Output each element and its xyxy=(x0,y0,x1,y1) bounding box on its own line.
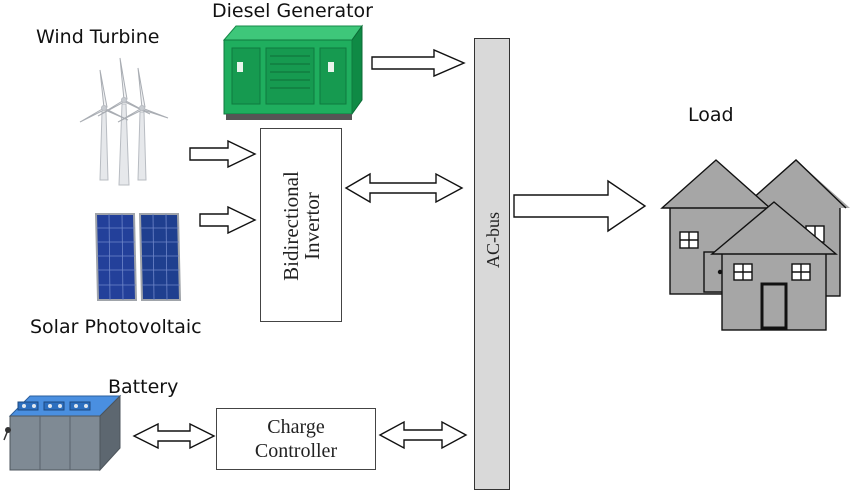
load-label: Load xyxy=(688,104,734,126)
charge-line-2: Controller xyxy=(254,440,338,462)
house-front xyxy=(710,201,838,331)
arrow-inverter-bus xyxy=(344,172,464,204)
solar-panel-icon xyxy=(94,213,182,301)
arrow-bus-to-load xyxy=(513,179,647,233)
arrow-wind-to-inverter xyxy=(189,139,257,169)
ac-bus: AC-bus xyxy=(474,38,510,490)
diesel-generator-label: Diesel Generator xyxy=(212,0,373,22)
arrow-battery-charge xyxy=(132,422,216,450)
charge-controller-box: Charge Controller xyxy=(216,408,376,470)
arrow-charge-bus xyxy=(378,420,468,450)
wind-turbine-label: Wind Turbine xyxy=(36,26,160,48)
wind-turbine-icon xyxy=(79,57,169,186)
battery-bank-icon xyxy=(3,394,122,472)
solar-photovoltaic-label: Solar Photovoltaic xyxy=(30,316,202,338)
arrow-diesel-to-bus xyxy=(371,48,466,78)
houses-icon xyxy=(660,159,850,331)
battery-label: Battery xyxy=(108,376,179,398)
arrow-solar-to-inverter xyxy=(199,205,257,235)
diesel-generator-icon xyxy=(222,24,363,120)
charge-line-1: Charge xyxy=(267,416,325,438)
bidirectional-inverter-box: Bidirectional Invertor xyxy=(260,128,342,322)
